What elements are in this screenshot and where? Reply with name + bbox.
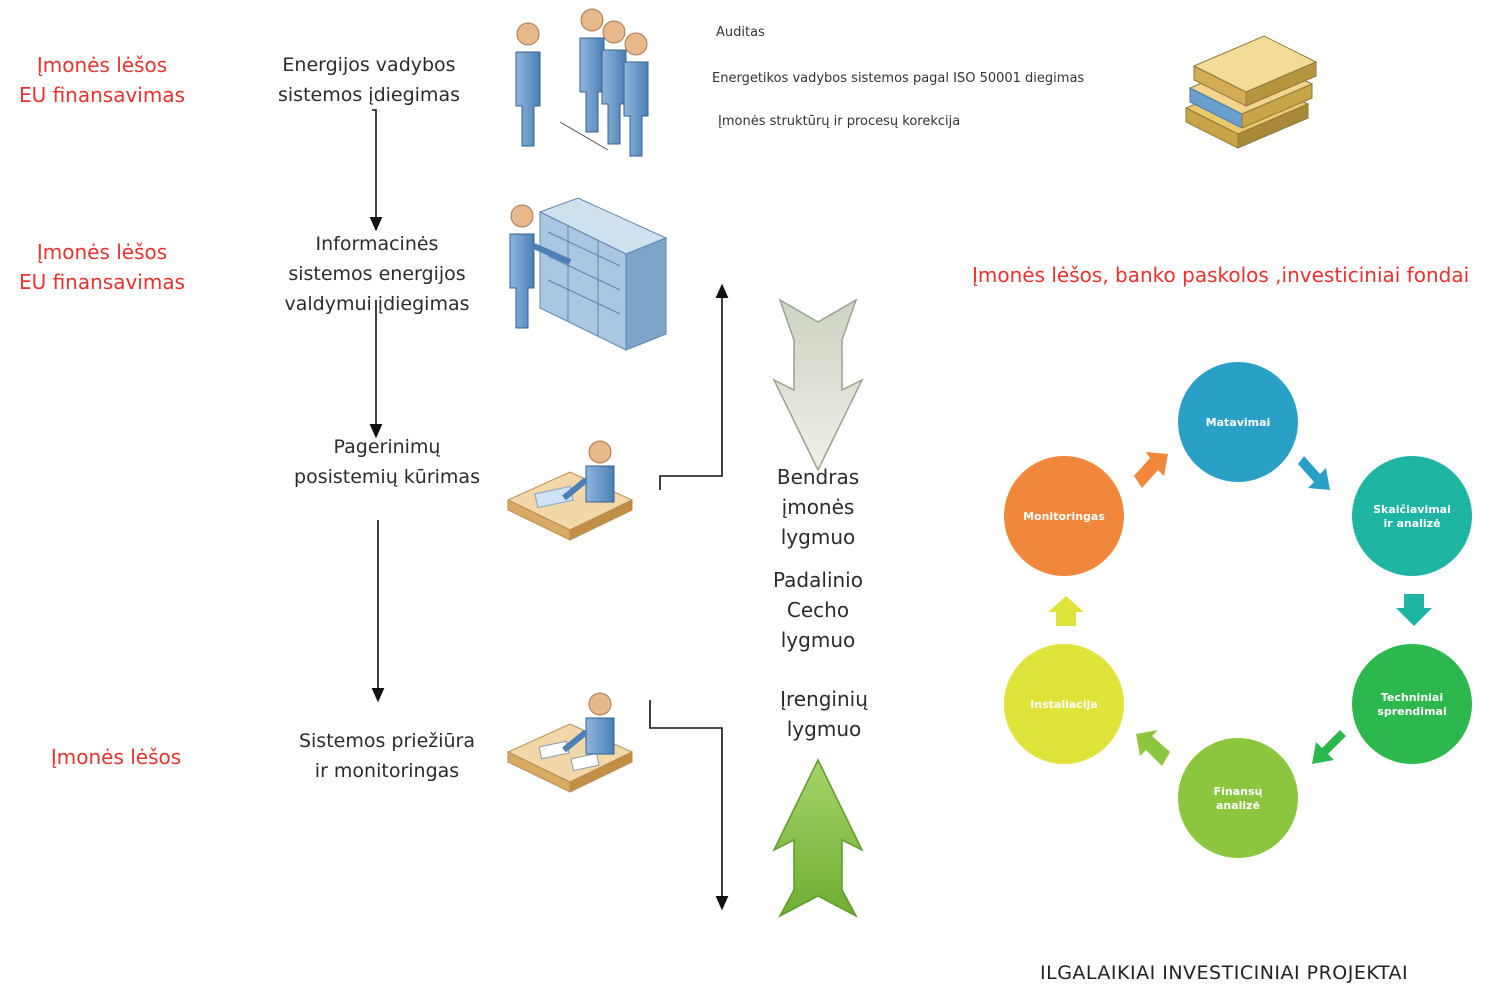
funding-label-1-line1: Įmonės lėšos [36,53,168,77]
cycle-node-label-4: analizė [1216,799,1260,812]
desk-worker-icon [506,440,634,541]
cycle-node-label-3: sprendimai [1377,705,1446,718]
funding-label-2: Įmonės lėšos EU finansavimas [12,237,192,297]
cycle-node-label-3: Techniniai [1381,691,1443,704]
cycle-node-1 [1178,362,1298,482]
cycle-node-4 [1178,738,1298,858]
down-arrow-shape [772,298,864,472]
people-group-icon [515,8,649,157]
cycle-node-3 [1352,644,1472,764]
step-ems-implementation: Energijos vadybos sistemos įdiegimas [278,54,460,106]
cycle-node-2 [1352,456,1472,576]
cycle-funding-label: Įmonės lėšos, banko paskolos ,investicin… [972,263,1470,287]
step-maintenance-monitoring: Sistemos priežiūra ir monitoringas [298,730,476,782]
funding-label-3: Įmonės lėšos [26,742,206,772]
task-audit: Auditas [716,25,765,40]
documents-stack-icon [1184,35,1318,149]
cycle-node-label-5: Instaliacija [1030,698,1098,711]
cycle-node-label-2: ir analizė [1383,517,1440,530]
cycle-node-6 [1004,456,1124,576]
cycle-node-label-2: Skaičiavimai [1373,503,1451,516]
funding-label-3-line1: Įmonės lėšos [50,745,182,769]
desk-worker-icon [506,692,634,793]
server-rack-icon [509,197,668,351]
task-structure-correction: Įmonės struktūrų ir procesų korekcija [718,114,961,129]
funding-label-1: Įmonės lėšos EU finansavimas [12,50,192,110]
up-arrow-shape [772,758,864,918]
level-department: Padalinio Cecho lygmuo [773,568,863,652]
level-equipment: Įrenginių lygmuo [780,687,868,741]
footer-title: ILGALAIKIAI INVESTICINIAI PROJEKTAI [1040,962,1409,984]
cycle-node-5 [1004,644,1124,764]
cycle-node-label-1: Matavimai [1206,416,1271,429]
step-improvement-subsystems: Pagerinimų posistemių kūrimas [294,436,480,488]
task-iso-50001: Energetikos vadybos sistemos pagal ISO 5… [712,71,1085,86]
step-information-system: Informacinės sistemos energijos valdymui… [284,233,470,315]
cycle-node-label-6: Monitoringas [1023,510,1105,523]
flow-connectors [369,109,729,911]
cycle-connectors [1048,452,1432,766]
funding-label-2-line1: Įmonės lėšos [36,240,168,264]
cycle-node-label-4: Finansų [1214,785,1263,798]
funding-label-1-line2: EU finansavimas [18,83,186,107]
level-company: Bendras įmonės lygmuo [776,465,860,549]
funding-label-2-line2: EU finansavimas [18,270,186,294]
